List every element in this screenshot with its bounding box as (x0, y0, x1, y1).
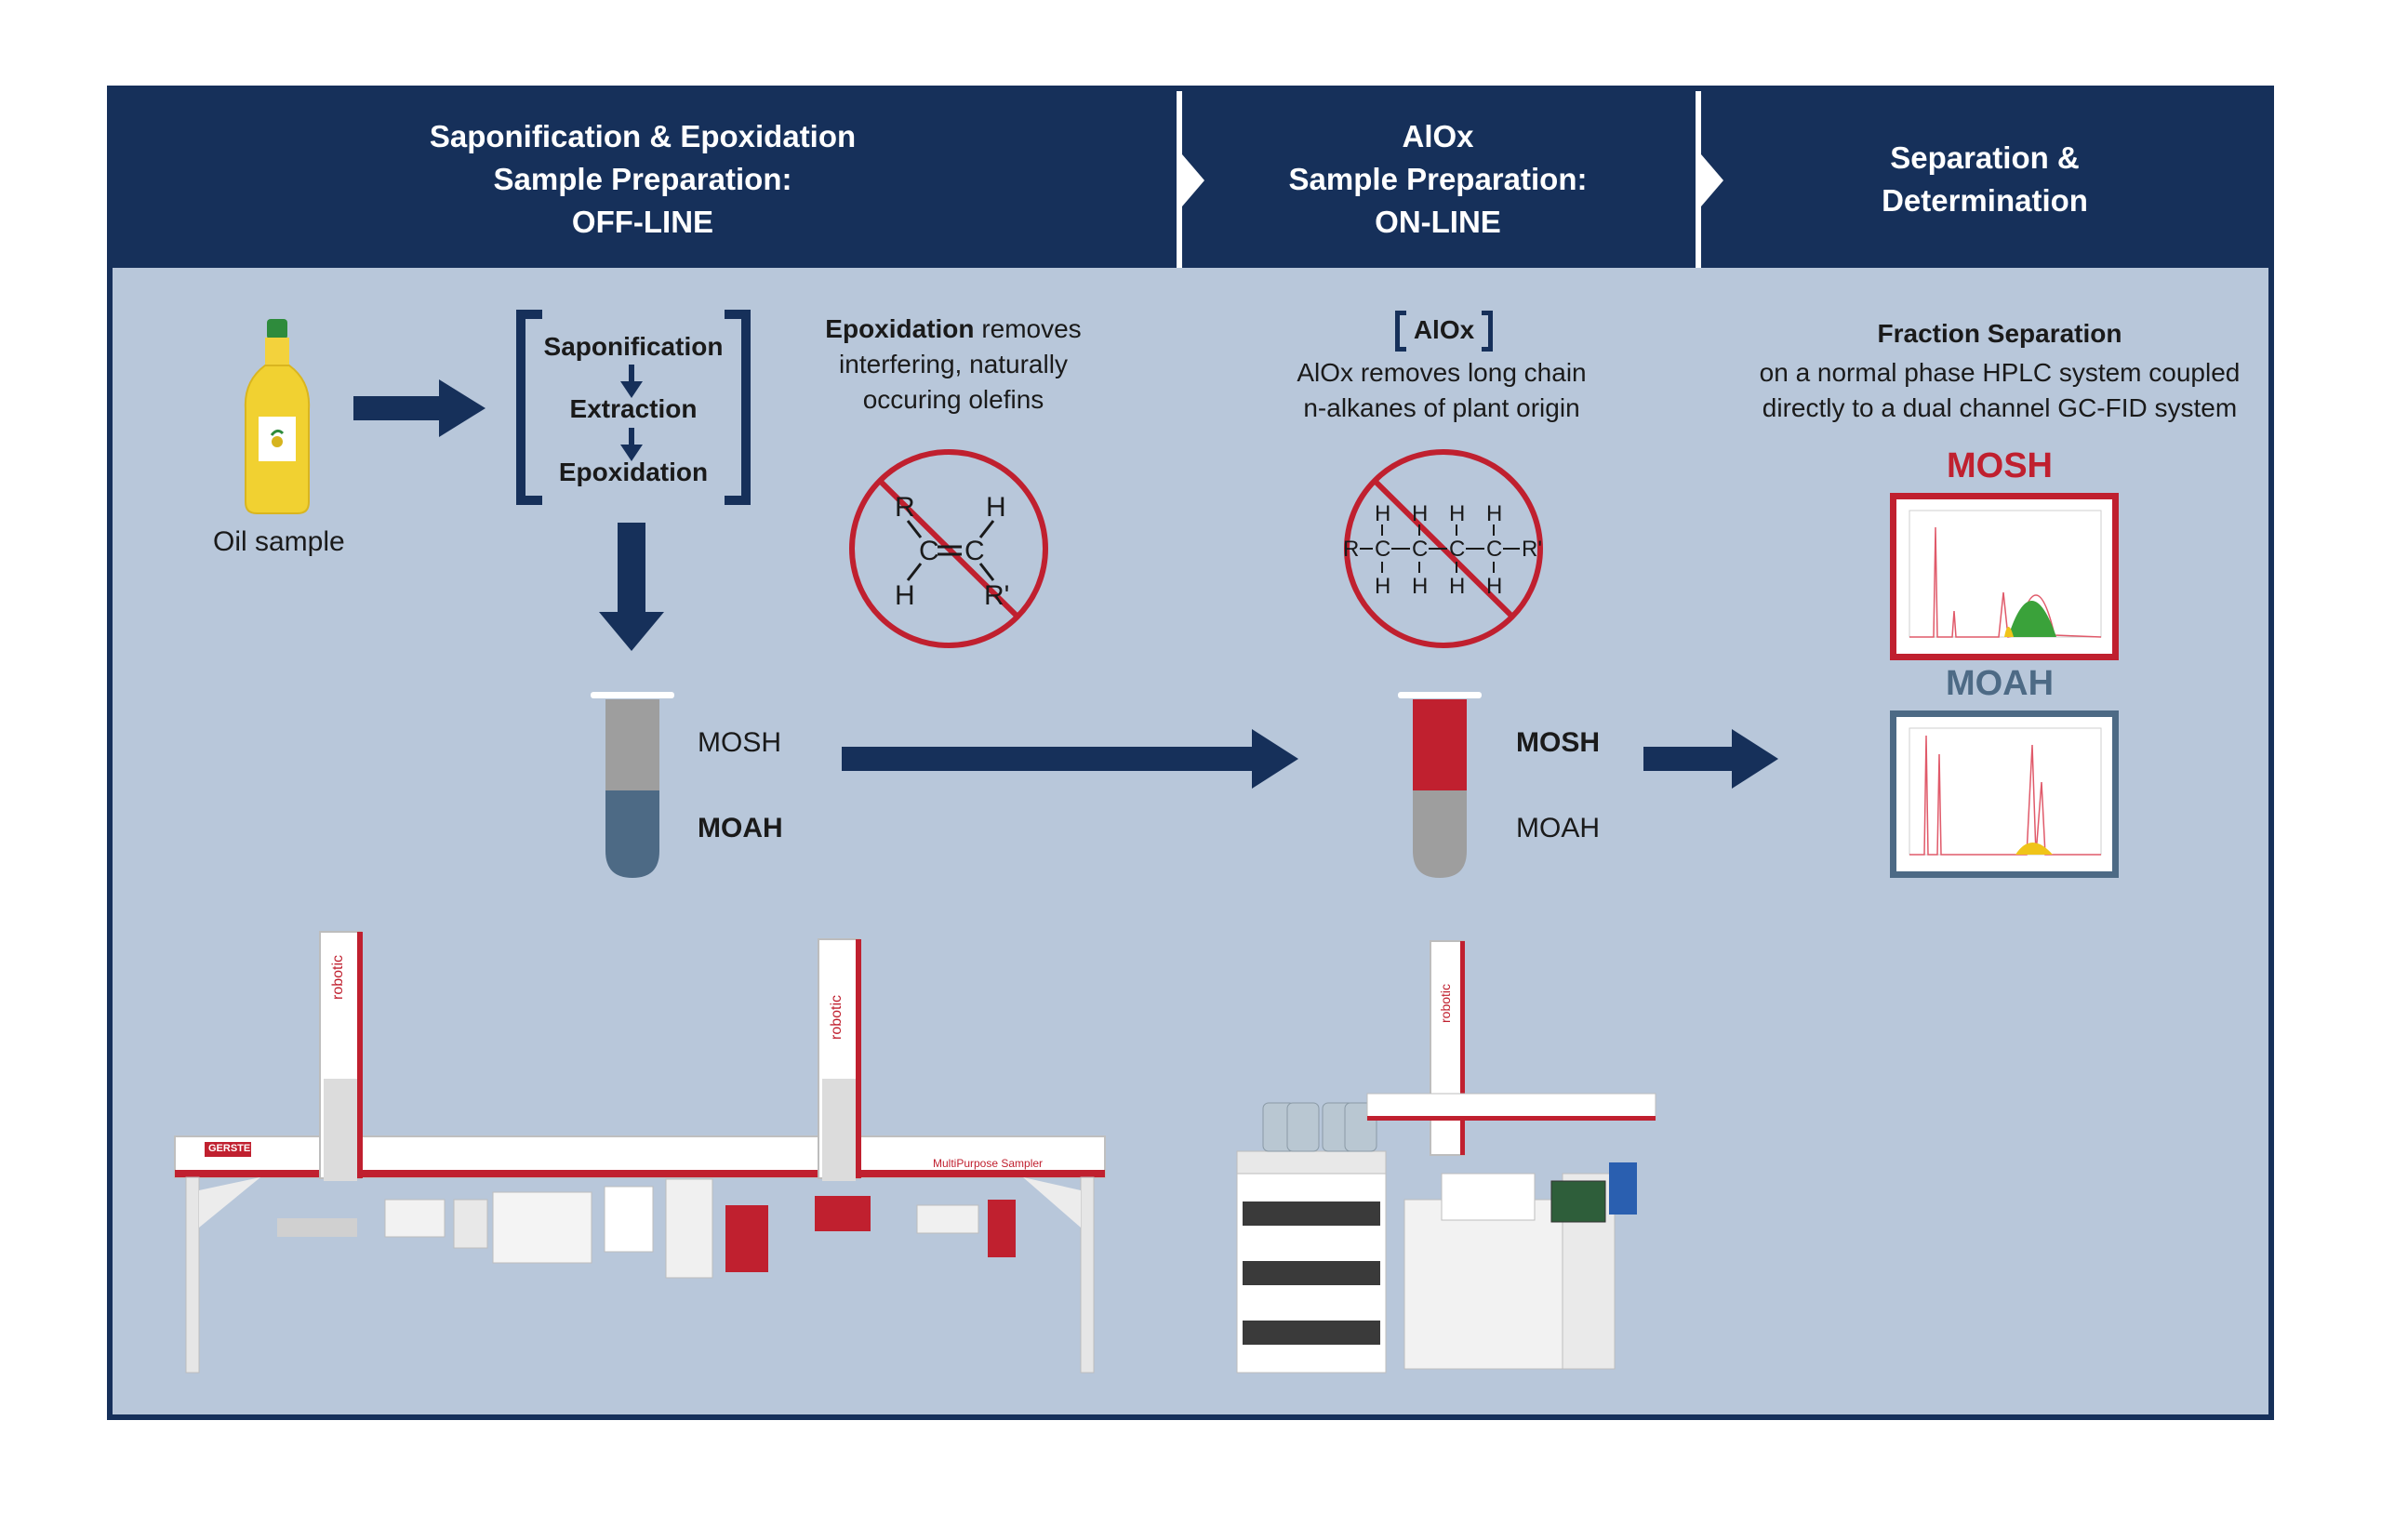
oil-bottle-icon (244, 319, 311, 514)
step-arrows-icon (620, 365, 643, 461)
svg-text:H: H (1412, 501, 1428, 526)
svg-text:H: H (1375, 501, 1390, 526)
tube-offline-icon (591, 692, 674, 878)
svg-text:R: R (895, 492, 915, 523)
tube2-mosh-label: MOSH (1516, 727, 1600, 758)
alox-bracket-icon (1395, 311, 1493, 352)
svg-text:H: H (986, 492, 1006, 523)
svg-text:C: C (1412, 537, 1428, 562)
svg-text:H: H (1486, 501, 1502, 526)
svg-text:H: H (1449, 501, 1465, 526)
moah-chart-title: MOAH (1945, 664, 2055, 703)
step-saponification: Saponification (543, 332, 724, 361)
fraction-note-line2: directly to a dual channel GC-FID system (1762, 393, 2238, 422)
fraction-note-line1: on a normal phase HPLC system coupled (1759, 358, 2241, 387)
header-online-line2: Sample Preparation: (1288, 162, 1588, 196)
header-offline-line2: Sample Preparation: (493, 162, 792, 196)
step-epoxidation: Epoxidation (558, 458, 709, 486)
robot2-label: robotic (829, 994, 845, 1040)
header-online-line1: AlOx (1402, 119, 1474, 153)
step-extraction: Extraction (569, 394, 698, 423)
arrow-to-determination-icon (1643, 729, 1778, 789)
alox-note-line2: n-alkanes of plant origin (1303, 393, 1580, 422)
moah-chromatogram-plot (1909, 727, 2102, 856)
svg-text:C: C (1449, 537, 1465, 562)
header-offline-line3: OFF-LINE (571, 205, 714, 239)
alox-title: AlOx (1413, 315, 1475, 344)
mosh-chromatogram-plot (1909, 510, 2102, 638)
tube-online-icon (1398, 692, 1482, 878)
svg-text:H: H (1412, 574, 1428, 599)
steps-bracket-icon (516, 310, 751, 505)
fraction-title: Fraction Separation (1877, 319, 2122, 348)
alox-note-line1: AlOx removes long chain (1297, 358, 1587, 387)
tube1-mosh-label: MOSH (698, 727, 781, 758)
svg-text:R: R (1343, 537, 1359, 562)
lc-gc-system-icon (1236, 940, 1656, 1374)
header-separation: Separation & Determination (1701, 91, 2268, 268)
arrow-down-icon (599, 523, 664, 651)
arrow-oil-to-steps-icon (353, 379, 486, 437)
robot3-label: robotic (1438, 983, 1453, 1023)
brand-label: GERSTEL (208, 1143, 257, 1154)
svg-text:R': R' (984, 580, 1009, 611)
moah-chromatogram (1890, 710, 2119, 878)
svg-text:C: C (1375, 537, 1390, 562)
epoxidation-note-line2: interfering, naturally (839, 350, 1068, 378)
tube1-moah-label: MOAH (698, 813, 783, 843)
svg-text:C: C (964, 536, 985, 566)
alox-note: AlOx removes long chain n-alkanes of pla… (1256, 355, 1628, 426)
svg-text:H: H (1449, 574, 1465, 599)
fraction-note: on a normal phase HPLC system coupled di… (1711, 355, 2288, 426)
sampler-label: MultiPurpose Sampler (933, 1157, 1044, 1170)
svg-text:C: C (1486, 537, 1502, 562)
header-online-line3: ON-LINE (1375, 205, 1501, 239)
oil-sample-label: Oil sample (213, 526, 345, 557)
mosh-chromatogram (1890, 493, 2119, 660)
epoxidation-note-bold: Epoxidation (825, 314, 975, 343)
header-separator-2 (1696, 91, 1701, 268)
tube2-moah-label: MOAH (1516, 813, 1600, 843)
epoxidation-note-line3: occuring olefins (862, 385, 1044, 414)
epoxidation-note: Epoxidation removes interfering, natural… (800, 312, 1107, 418)
header-separation-line1: Separation & (1890, 140, 2080, 175)
header-chevron-1-icon (1182, 154, 1204, 206)
robot1-label: robotic (330, 954, 346, 1000)
svg-text:H: H (895, 580, 915, 611)
svg-text:H: H (1375, 574, 1390, 599)
epoxidation-note-rest1: removes (981, 314, 1082, 343)
arrow-to-online-icon (842, 729, 1298, 789)
header-separator-1 (1177, 91, 1182, 268)
svg-text:C: C (919, 536, 939, 566)
svg-text:H: H (1486, 574, 1502, 599)
multipurpose-sampler-offline-icon (174, 931, 1106, 1374)
header-separation-line2: Determination (1882, 183, 2088, 218)
svg-text:R': R' (1522, 537, 1542, 562)
mosh-chart-title: MOSH (1947, 446, 2053, 485)
header-offline-line1: Saponification & Epoxidation (429, 119, 857, 153)
header-chevron-2-icon (1701, 154, 1723, 206)
